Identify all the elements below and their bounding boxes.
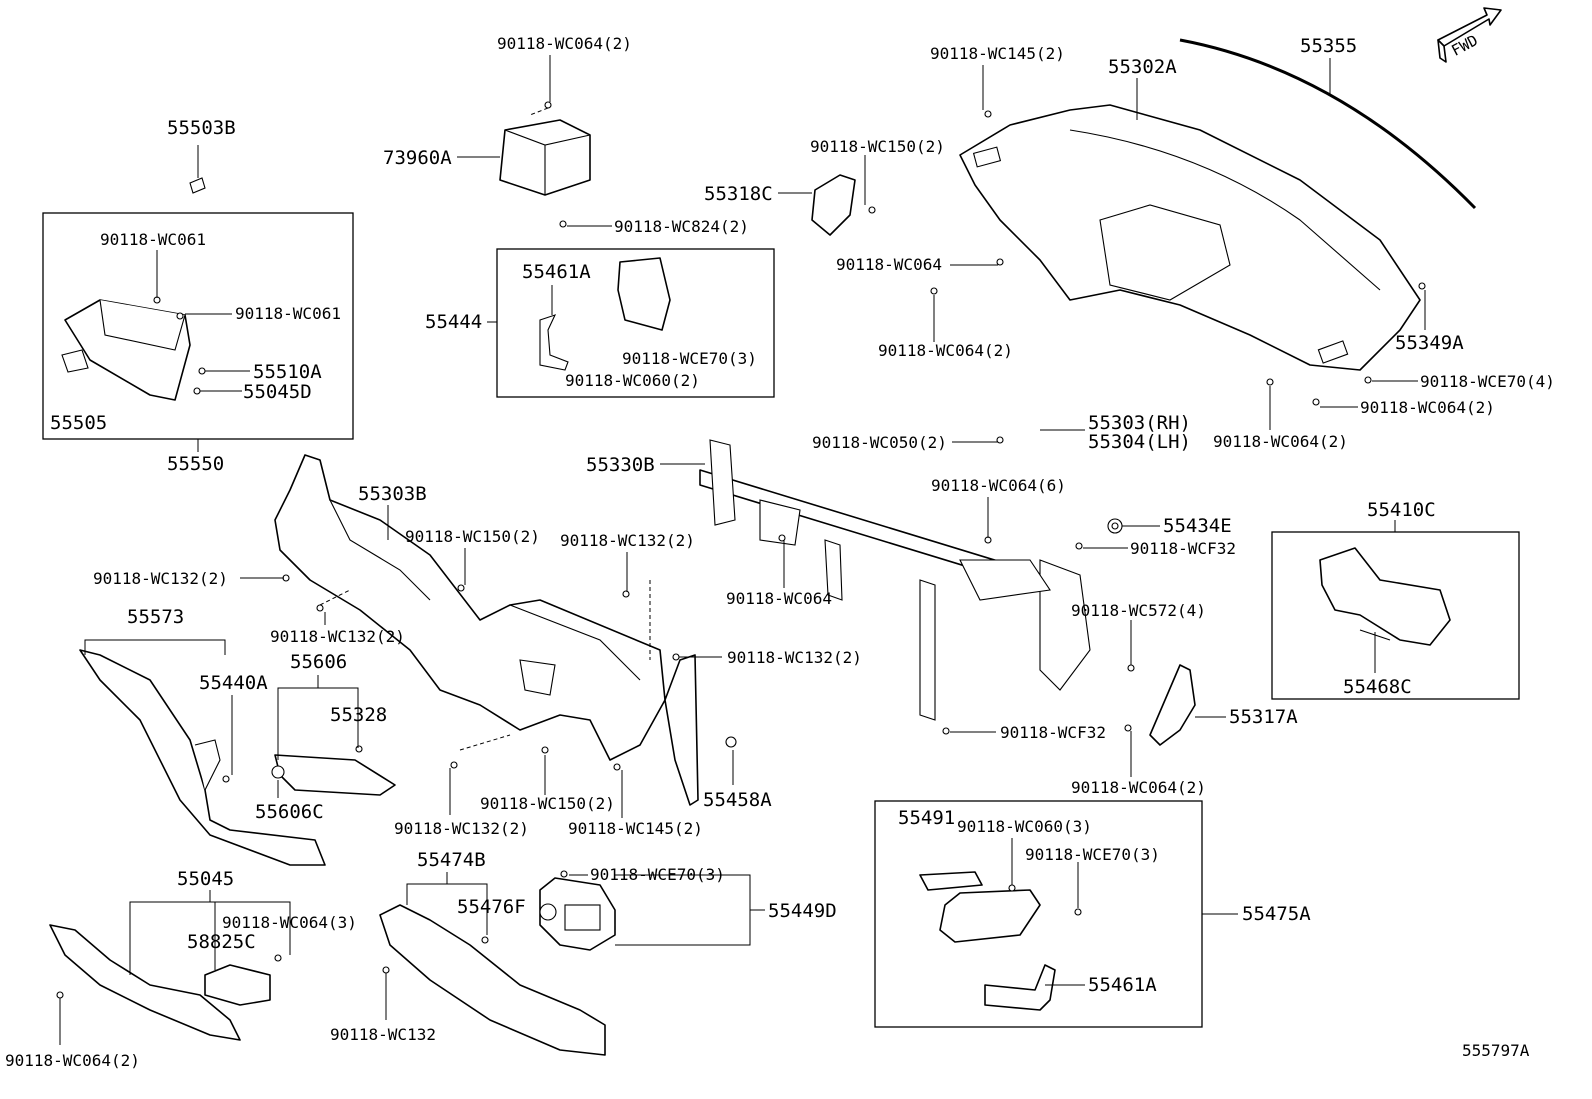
lower-trim-55573 (79, 649, 326, 866)
label-90118-WC064-2-top: 90118-WC064(2) (497, 34, 632, 53)
label-55468C: 55468C (1343, 676, 1412, 698)
label-90118-WC064-6: 90118-WC064(6) (931, 476, 1066, 495)
side-vent-55410c (1319, 547, 1451, 646)
label-90118-WC150-2-low: 90118-WC150(2) (480, 794, 615, 813)
diagram-id: 555797A (1462, 1041, 1530, 1060)
label-55474B: 55474B (417, 849, 486, 871)
label-55440A: 55440A (199, 672, 268, 694)
label-55045: 55045 (177, 868, 234, 890)
label-55491: 55491 (898, 807, 955, 829)
panel-55491 (919, 871, 983, 891)
label-90118-WC064-3: 90118-WC064(3) (222, 913, 357, 932)
label-90118-WCF32-a: 90118-WCF32 (1130, 539, 1236, 558)
fwd-arrow-icon: FWD (1437, 7, 1502, 63)
airbag-door-frame (617, 257, 671, 331)
label-55476F: 55476F (457, 896, 526, 918)
label-55510A: 55510A (253, 361, 322, 383)
label-90118-WC150-2-mid: 90118-WC150(2) (405, 527, 540, 546)
label-55475A: 55475A (1242, 903, 1311, 925)
label-90118-WC050-2: 90118-WC050(2) (812, 433, 947, 452)
label-55461A-box: 55461A (522, 261, 591, 283)
label-90118-WC145-2-low: 90118-WC145(2) (568, 819, 703, 838)
label-90118-WC132-bot: 90118-WC132 (330, 1025, 436, 1044)
label-55606C: 55606C (255, 801, 324, 823)
airbag-module-group-frame (496, 248, 775, 398)
label-90118-WC145-2-top: 90118-WC145(2) (930, 44, 1065, 63)
airbag-module (499, 119, 591, 196)
label-55330B: 55330B (586, 454, 655, 476)
leader-lines (59, 55, 1426, 1045)
label-55550: 55550 (167, 453, 224, 475)
label-90118-WC060-2: 90118-WC060(2) (565, 371, 700, 390)
label-55503B: 55503B (167, 117, 236, 139)
label-90118-WC064-2-r2: 90118-WC064(2) (1213, 432, 1348, 451)
label-90118-WC064-mid: 90118-WC064 (726, 589, 832, 608)
label-90118-WC064-dash: 90118-WC064 (836, 255, 942, 274)
label-90118-WC572-4: 90118-WC572(4) (1071, 601, 1206, 620)
label-90118-WC132-2-low: 90118-WC132(2) (394, 819, 529, 838)
lower-panel-55474b (379, 904, 606, 1056)
windshield-trim-strip (1179, 38, 1477, 210)
label-55573: 55573 (127, 606, 184, 628)
label-90118-WC061-b: 90118-WC061 (235, 304, 341, 323)
label-90118-WC132-2-b: 90118-WC132(2) (93, 569, 228, 588)
label-55606: 55606 (290, 651, 347, 673)
label-90118-WC064-2-bl: 90118-WC064(2) (5, 1051, 140, 1070)
lower-panel-55475a (939, 889, 1041, 943)
label-55304-LH: 55304(LH) (1088, 431, 1191, 453)
label-58825C: 58825C (187, 931, 256, 953)
bracket-55461a-r (984, 964, 1056, 1011)
label-90118-WC064-2-r1: 90118-WC064(2) (1360, 398, 1495, 417)
label-90118-WC132-2-d: 90118-WC132(2) (727, 648, 862, 667)
label-55410C: 55410C (1367, 499, 1436, 521)
side-panel-55458a (664, 654, 699, 806)
lower-panel-55045 (49, 924, 241, 1041)
label-55303B: 55303B (358, 483, 427, 505)
reinforcement-beam (699, 439, 1091, 721)
label-55449D: 55449D (768, 900, 837, 922)
label-55045D: 55045D (243, 381, 312, 403)
bracket-55318c (811, 174, 856, 236)
label-90118-WC132-2-a: 90118-WC132(2) (560, 531, 695, 550)
label-90118-WC132-2-c: 90118-WC132(2) (270, 627, 405, 646)
label-55303-RH: 55303(RH) (1088, 412, 1191, 434)
label-90118-WC064-2-dash: 90118-WC064(2) (878, 341, 1013, 360)
label-55349A: 55349A (1395, 332, 1464, 354)
box-58825c (204, 964, 271, 1006)
label-90118-WC150-2-top: 90118-WC150(2) (810, 137, 945, 156)
bracket-55606 (274, 754, 396, 796)
label-55461A-r: 55461A (1088, 974, 1157, 996)
label-55317A: 55317A (1229, 706, 1298, 728)
label-55328: 55328 (330, 704, 387, 726)
label-90118-WCE70-3-r: 90118-WCE70(3) (1025, 845, 1160, 864)
label-55434E: 55434E (1163, 515, 1232, 537)
label-55302A: 55302A (1108, 56, 1177, 78)
label-90118-WCE70-3-mid: 90118-WCE70(3) (590, 865, 725, 884)
label-73960A: 73960A (383, 147, 452, 169)
label-90118-WCE70-3-box: 90118-WCE70(3) (622, 349, 757, 368)
label-90118-WC060-3: 90118-WC060(3) (957, 817, 1092, 836)
label-55355: 55355 (1300, 35, 1357, 57)
lower-panel-frame (274, 454, 666, 761)
fastener-marks (56, 101, 1426, 999)
label-90118-WC064-2-low: 90118-WC064(2) (1071, 778, 1206, 797)
bracket-55461a (539, 314, 569, 371)
label-90118-WC061-a: 90118-WC061 (100, 230, 206, 249)
label-55444: 55444 (425, 311, 482, 333)
label-90118-WCF32-b: 90118-WCF32 (1000, 723, 1106, 742)
label-55318C: 55318C (704, 183, 773, 205)
label-55458A: 55458A (703, 789, 772, 811)
label-90118-WCE70-4: 90118-WCE70(4) (1420, 372, 1555, 391)
label-90118-WC824-2: 90118-WC824(2) (614, 217, 749, 236)
label-55505: 55505 (50, 412, 107, 434)
bracket-55317a (1149, 664, 1196, 746)
